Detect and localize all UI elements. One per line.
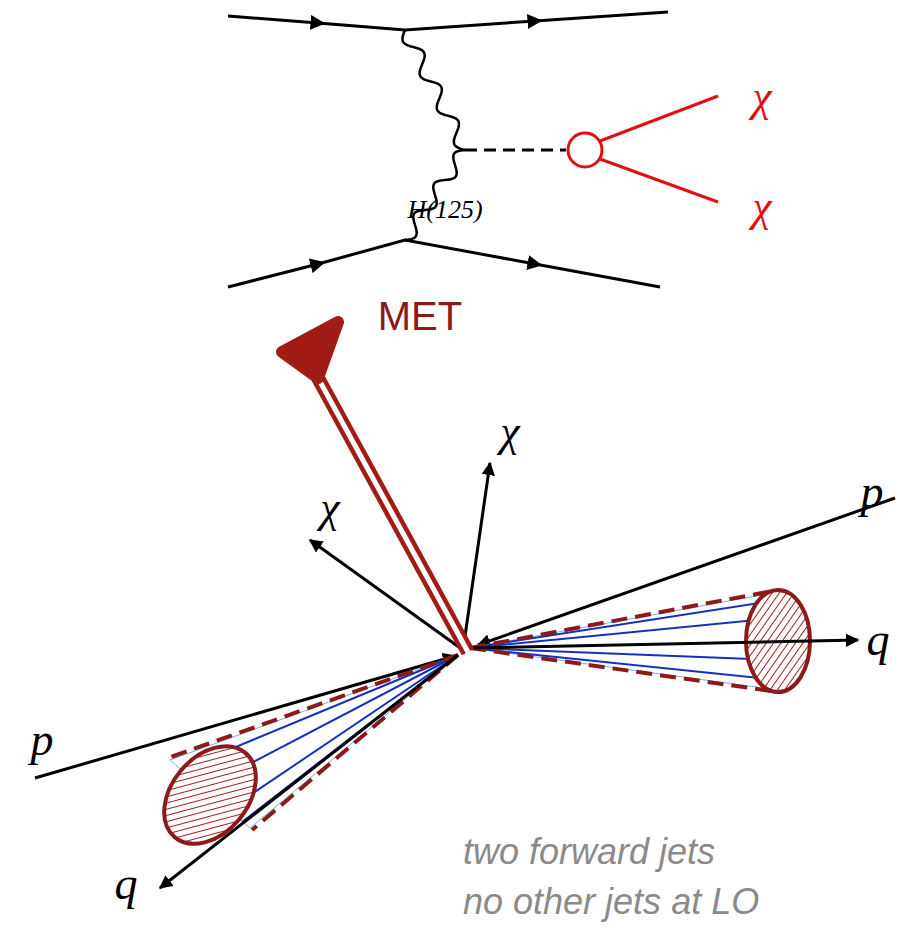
dm-line	[600, 159, 718, 202]
particle-label: χ	[320, 486, 339, 530]
quark-label: q	[115, 861, 138, 907]
boson-label: H(125)	[407, 197, 482, 223]
vertex-blob	[568, 133, 602, 167]
proton-beam	[478, 498, 895, 645]
jet-cone	[470, 590, 858, 692]
higgs-line	[465, 149, 566, 152]
met-arrow	[282, 322, 468, 652]
proton-label: p	[31, 717, 54, 763]
quark-label: q	[867, 617, 890, 663]
quark-line-top	[228, 12, 668, 30]
note-text: no other jets at LO	[463, 884, 759, 920]
particle-label: χ	[752, 185, 771, 229]
dm-arrow	[463, 463, 490, 650]
met-label: MET	[378, 296, 462, 336]
particle-label: χ	[752, 75, 771, 119]
proton-label: p	[861, 469, 884, 515]
jet-cone	[146, 655, 458, 888]
particle-label: χ	[500, 410, 519, 454]
note-text: two forward jets	[463, 834, 715, 870]
dm-line	[600, 96, 718, 141]
quark-line-bottom	[228, 240, 660, 287]
